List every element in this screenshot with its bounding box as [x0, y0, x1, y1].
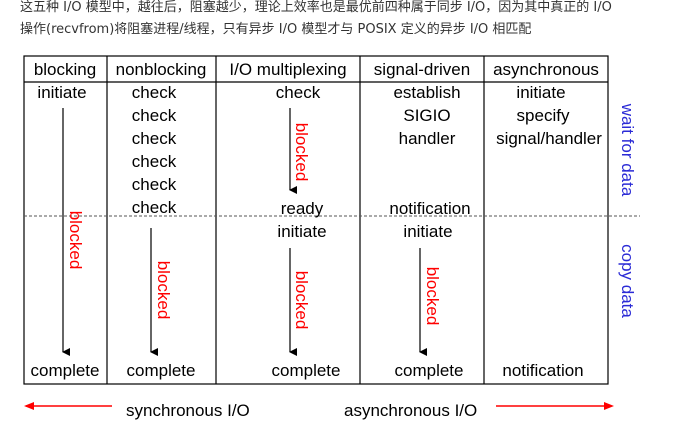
- blocking-blocked-label: blocked: [66, 211, 85, 270]
- nonblocking-check-6: check: [132, 198, 177, 217]
- multiplexing-blocked-label-2: blocked: [292, 271, 311, 330]
- multiplexing-check: check: [276, 83, 321, 102]
- signal-establish: establish: [393, 83, 460, 102]
- column-header-io-multiplexing: I/O multiplexing: [229, 60, 346, 79]
- multiplexing-ready: ready: [281, 199, 324, 218]
- phase-label-wait-for-data: wait for data: [618, 103, 637, 197]
- nonblocking-check-3: check: [132, 129, 177, 148]
- column-header-nonblocking: nonblocking: [116, 60, 207, 79]
- async-initiate: initiate: [516, 83, 565, 102]
- phase-label-copy-data: copy data: [618, 244, 637, 318]
- sync-arrowhead: [24, 402, 34, 410]
- column-header-blocking: blocking: [34, 60, 96, 79]
- intro-paragraph-line-1: 这五种 I/O 模型中，越往后，阻塞越少，理论上效率也是最优前四种属于同步 I/…: [20, 0, 612, 15]
- signal-handler: handler: [399, 129, 456, 148]
- intro-paragraph-line-2: 操作(recvfrom)将阻塞进程/线程，只有异步 I/O 模型才与 POSIX…: [20, 22, 532, 37]
- sync-io-label: synchronous I/O: [126, 401, 250, 420]
- nonblocking-blocked-label: blocked: [154, 261, 173, 320]
- async-signal-handler: signal/handler: [496, 129, 602, 148]
- column-header-signal-driven: signal-driven: [374, 60, 470, 79]
- multiplexing-blocked-label-1: blocked: [292, 123, 311, 182]
- table-frame: [23, 55, 609, 385]
- async-io-label: asynchronous I/O: [344, 401, 477, 420]
- signal-notification: notification: [389, 199, 470, 218]
- nonblocking-complete: complete: [127, 361, 196, 380]
- nonblocking-check-4: check: [132, 152, 177, 171]
- nonblocking-check-1: check: [132, 83, 177, 102]
- multiplexing-complete: complete: [272, 361, 341, 380]
- blocking-complete: complete: [31, 361, 100, 380]
- signal-complete: complete: [395, 361, 464, 380]
- signal-sigio: SIGIO: [403, 106, 450, 125]
- signal-initiate: initiate: [403, 222, 452, 241]
- nonblocking-check-5: check: [132, 175, 177, 194]
- column-header-asynchronous: asynchronous: [493, 60, 599, 79]
- multiplexing-initiate: initiate: [277, 222, 326, 241]
- blocking-initiate: initiate: [37, 83, 86, 102]
- async-notification: notification: [502, 361, 583, 380]
- nonblocking-check-2: check: [132, 106, 177, 125]
- signal-blocked-label: blocked: [423, 267, 442, 326]
- async-arrowhead: [604, 402, 614, 410]
- async-specify: specify: [517, 106, 570, 125]
